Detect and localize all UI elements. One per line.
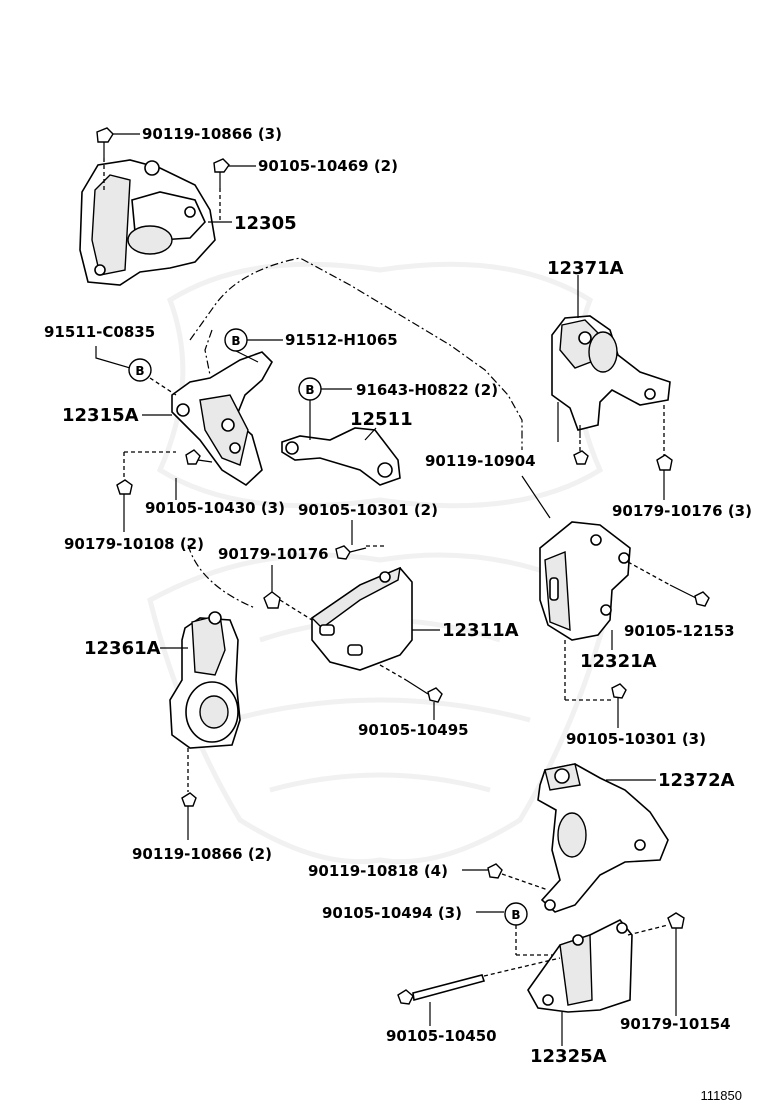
callout-12325A: 12325A xyxy=(530,1046,607,1067)
callout-12315A: 12315A xyxy=(62,405,139,426)
mount-12372A xyxy=(537,763,669,913)
callout-12311A: 12311A xyxy=(442,620,519,641)
callout-12321A: 12321A xyxy=(580,651,657,672)
callout-90179-10176-3: 90179-10176 (3) xyxy=(612,502,752,520)
hex-bolt-icon xyxy=(611,683,627,699)
hex-bolt-icon xyxy=(405,679,443,703)
mount-12371A xyxy=(551,315,671,442)
callout-90105-10301-3: 90105-10301 (3) xyxy=(566,730,706,748)
hex-bolt-icon xyxy=(573,450,589,465)
engine-outline-lower xyxy=(187,544,256,609)
hex-bolt-icon xyxy=(181,792,197,822)
callout-90119-10866-3: 90119-10866 (3) xyxy=(142,125,282,143)
callout-91511-C0835: 91511-C0835 xyxy=(44,323,155,341)
callout-12511: 12511 xyxy=(350,409,413,430)
callout-90105-10301-2: 90105-10301 (2) xyxy=(298,501,438,519)
circle-b-marker-icon: B xyxy=(298,377,322,401)
watermark-ornament xyxy=(147,261,613,865)
bracket-12325A xyxy=(527,918,633,1013)
hex-nut-icon xyxy=(116,479,133,495)
callout-90105-12153: 90105-12153 xyxy=(624,622,735,640)
figure-number: 111850 xyxy=(701,1088,742,1103)
bracket-12311A xyxy=(310,566,413,671)
hex-nut-icon xyxy=(263,591,281,609)
hex-bolt-icon xyxy=(669,584,710,607)
callout-90105-10450: 90105-10450 xyxy=(386,1027,497,1045)
callout-12372A: 12372A xyxy=(658,770,735,791)
callout-90105-10430-3: 90105-10430 (3) xyxy=(145,499,285,517)
svg-text:B: B xyxy=(135,364,144,378)
hex-bolt-icon xyxy=(185,449,213,465)
callout-12371A: 12371A xyxy=(547,258,624,279)
engine-outline-left xyxy=(204,329,213,376)
circle-b-marker-icon: B xyxy=(128,358,152,382)
callout-90119-10818-4: 90119-10818 (4) xyxy=(308,862,448,880)
callout-90119-10904: 90119-10904 xyxy=(425,452,536,470)
callout-12305: 12305 xyxy=(234,213,297,234)
callout-91643-H0822-2: 91643-H0822 (2) xyxy=(356,381,498,399)
svg-text:B: B xyxy=(231,334,240,348)
bracket-12321A xyxy=(539,521,631,641)
hex-bolt-icon xyxy=(397,974,486,1005)
hex-bolt-icon xyxy=(335,545,367,560)
svg-text:B: B xyxy=(305,383,314,397)
mount-12361A xyxy=(169,611,241,749)
bracket-12315A xyxy=(171,351,273,487)
callout-90179-10176: 90179-10176 xyxy=(218,545,329,563)
callout-91512-H1065: 91512-H1065 xyxy=(285,331,398,349)
circle-b-marker-icon: B xyxy=(504,902,528,926)
circle-b-marker-icon: B xyxy=(224,328,248,352)
engine-mount-12305 xyxy=(79,159,216,286)
hex-bolt-icon xyxy=(96,127,114,190)
rod-12511 xyxy=(281,420,401,486)
callout-12361A: 12361A xyxy=(84,638,161,659)
callout-90105-10469-2: 90105-10469 (2) xyxy=(258,157,398,175)
callout-90179-10108-2: 90179-10108 (2) xyxy=(64,535,204,553)
engine-outline xyxy=(189,257,523,450)
hex-nut-icon xyxy=(667,912,685,929)
callout-90105-10495: 90105-10495 xyxy=(358,721,469,739)
svg-text:B: B xyxy=(511,908,520,922)
callout-90119-10866-2: 90119-10866 (2) xyxy=(132,845,272,863)
callout-90105-10494-3: 90105-10494 (3) xyxy=(322,904,462,922)
hex-nut-icon xyxy=(656,454,673,471)
callout-90179-10154: 90179-10154 xyxy=(620,1015,731,1033)
hex-bolt-icon xyxy=(487,863,503,879)
hex-bolt-icon xyxy=(213,158,230,220)
